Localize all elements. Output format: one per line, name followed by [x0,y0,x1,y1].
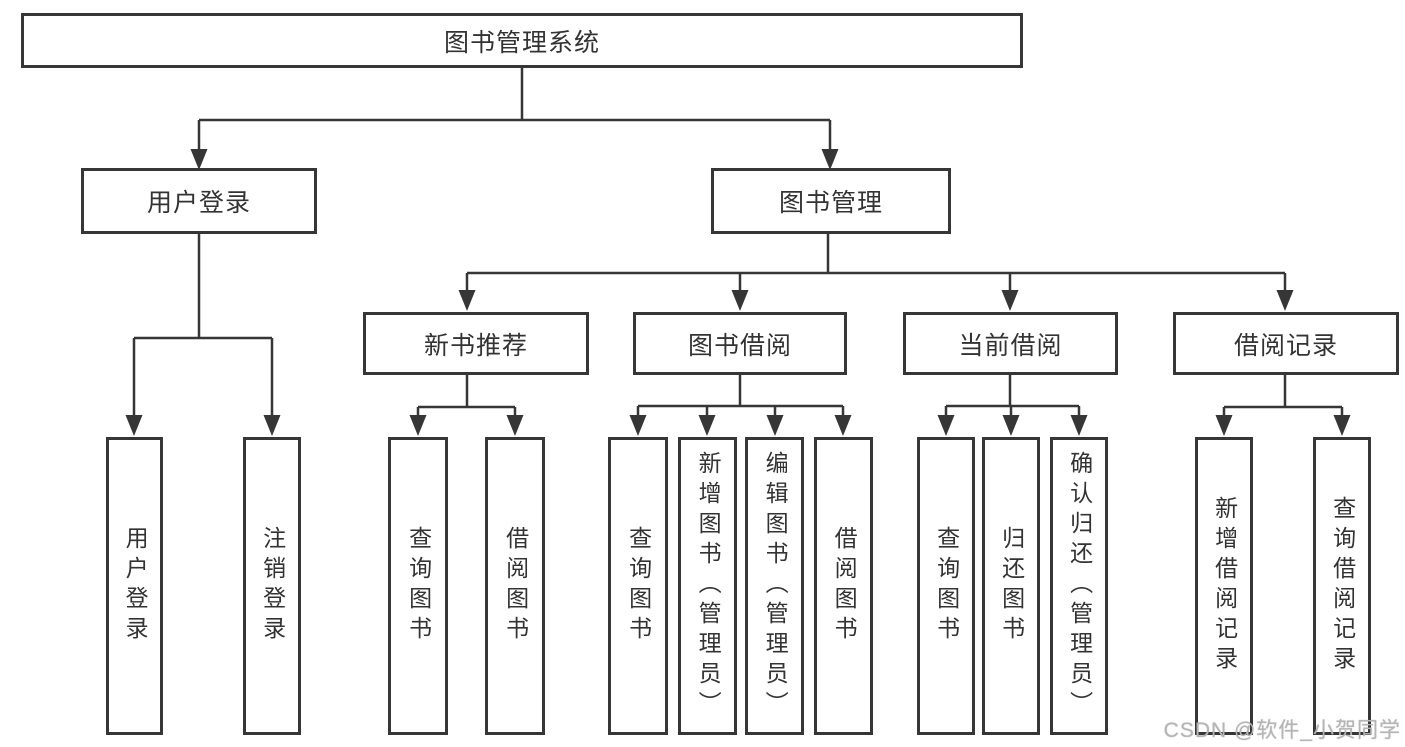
leaf-query-books-borrow: 查询图书 [608,437,668,735]
node-label: 当前借阅 [958,331,1063,360]
leaf-query-borrow-record: 查询借阅记录 [1313,437,1371,735]
node-borrow-records: 借阅记录 [1173,312,1399,375]
node-label: 图书管理 [778,189,883,217]
node-new-book-recommend: 新书推荐 [363,312,589,375]
leaf-label: 查询图书 [933,526,960,646]
leaf-user-login: 用户登录 [106,437,163,735]
leaf-borrow-books: 借阅图书 [814,437,873,735]
node-current-borrow: 当前借阅 [903,312,1118,375]
node-user-login: 用户登录 [81,168,317,234]
leaf-label: 编辑图书（管理员） [762,451,789,721]
node-book-borrow: 图书借阅 [633,312,847,375]
leaf-label: 注销登录 [259,526,286,646]
leaf-label: 查询图书 [405,526,432,646]
csdn-watermark: CSDN @软件_小贺同学 [1163,719,1401,742]
node-book-management: 图书管理 [711,168,951,234]
connector-lines [132,68,1344,418]
leaf-return-books: 归还图书 [982,437,1040,735]
leaf-label: 借阅图书 [831,526,858,646]
leaf-label: 查询图书 [625,526,652,646]
leaf-label: 查询借阅记录 [1329,496,1356,676]
node-label: 图书借阅 [687,331,792,360]
leaf-label: 借阅图书 [502,526,529,646]
leaf-add-books-admin: 新增图书（管理员） [678,437,737,735]
leaf-edit-books-admin: 编辑图书（管理员） [745,437,804,735]
node-library-management-system: 图书管理系统 [21,13,1023,68]
leaf-label: 新增图书（管理员） [695,451,722,721]
node-label: 借阅记录 [1233,331,1338,360]
node-label: 用户登录 [146,189,251,217]
leaf-add-borrow-record: 新增借阅记录 [1195,437,1253,735]
arrowheads [125,149,1351,436]
leaf-label: 用户登录 [122,526,149,646]
leaf-label: 确认归还（管理员） [1066,451,1093,721]
leaf-borrow-books-recommend: 借阅图书 [485,437,545,735]
leaf-query-books-recommend: 查询图书 [388,437,448,735]
leaf-query-books-current: 查询图书 [917,437,975,735]
leaf-confirm-return-admin: 确认归还（管理员） [1050,437,1108,735]
leaf-logout: 注销登录 [243,437,301,735]
leaf-label: 归还图书 [998,526,1025,646]
node-label: 新书推荐 [423,331,528,360]
node-label: 图书管理系统 [443,28,600,57]
leaf-label: 新增借阅记录 [1211,496,1238,676]
